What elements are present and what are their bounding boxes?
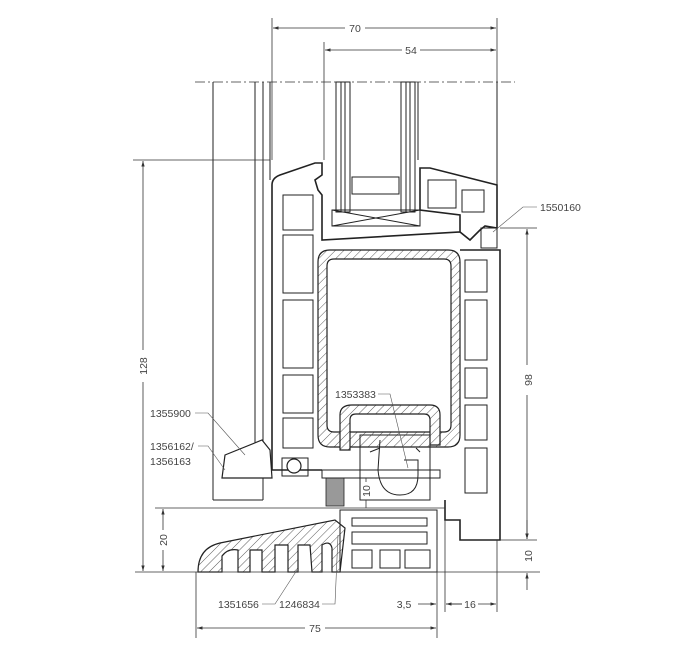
dim-label-3-5: 3,5: [397, 599, 412, 611]
dimension-3-5: 3,5: [397, 599, 462, 611]
dimension-128: 128: [133, 159, 270, 571]
brush-seal: [325, 477, 345, 507]
dim-label-10-inner: 10: [361, 485, 373, 497]
inner-reinforcement: [339, 404, 441, 451]
svg-text:1353383: 1353383: [335, 389, 376, 401]
part-label-1550160: 1550160: [492, 202, 581, 233]
svg-text:1550160: 1550160: [540, 202, 581, 214]
dimension-75: 75: [195, 520, 498, 638]
steel-reinforcement: [317, 249, 461, 448]
part-label-1246834: 1246834: [279, 534, 339, 611]
sash-profile: [271, 162, 498, 471]
dim-label-54: 54: [405, 45, 417, 57]
wall-lines: [212, 82, 498, 501]
svg-text:1351656: 1351656: [218, 599, 259, 611]
svg-text:1246834: 1246834: [279, 599, 320, 611]
svg-text:1356162/: 1356162/: [150, 441, 194, 453]
dim-label-16: 16: [464, 599, 476, 611]
part-label-1355900: 1355900: [150, 408, 246, 456]
part-label-1351656: 1351656: [218, 569, 298, 611]
dimension-10-inner: 10: [361, 478, 373, 508]
dimension-70: 70: [271, 18, 498, 160]
dimension-98: 98: [500, 227, 537, 541]
dimension-20: 20: [158, 509, 170, 571]
svg-text:1356163: 1356163: [150, 456, 191, 468]
sill-cover: [221, 439, 441, 507]
frame-profile: [359, 249, 501, 541]
part-label-1353383: 1353383: [335, 389, 409, 469]
dim-label-10-right: 10: [523, 550, 535, 562]
dim-label-128: 128: [138, 357, 150, 375]
window-sill: [135, 507, 540, 573]
dim-label-20: 20: [158, 534, 170, 546]
glass-unit: [331, 81, 421, 227]
dim-label-70: 70: [349, 23, 361, 35]
dim-label-75: 75: [309, 623, 321, 635]
dimension-54: 54: [323, 42, 496, 160]
part-label-1356162: 1356162/ 1356163: [150, 441, 226, 471]
dim-label-98: 98: [523, 374, 535, 386]
svg-text:1355900: 1355900: [150, 408, 191, 420]
dimension-16: 16: [446, 599, 496, 611]
dimension-10-right: 10: [523, 520, 535, 590]
